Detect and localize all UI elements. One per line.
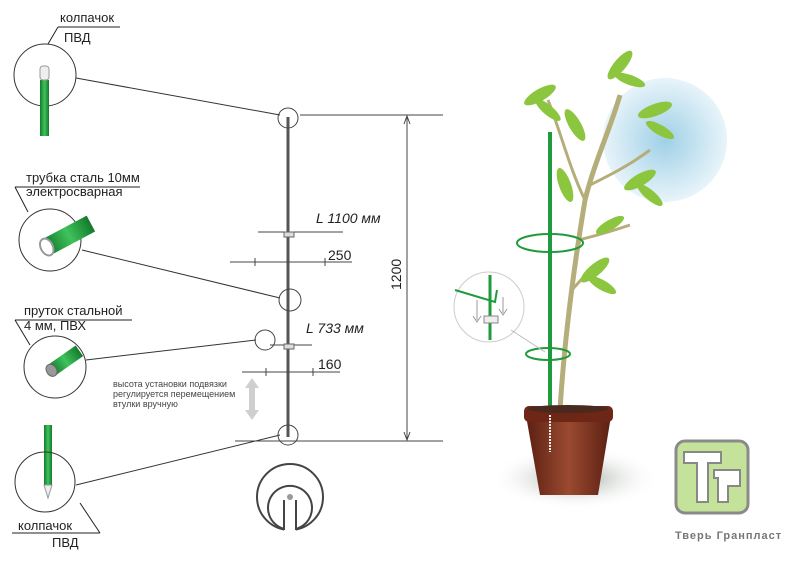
- pot-icon: [525, 410, 612, 495]
- note-line-2: регулируется перемещением: [113, 389, 235, 399]
- leaves-icon: [524, 50, 675, 295]
- note-line-1: высота установки подвязки: [113, 379, 227, 389]
- brand-logo: Тверь Гранпласт: [674, 439, 782, 542]
- brand-name: Тверь Гранпласт: [675, 530, 782, 542]
- lower-ring-length: L 733 мм: [306, 320, 364, 336]
- upper-ring: [516, 233, 584, 253]
- rod-section-icon: [45, 345, 84, 377]
- lower-ring: [525, 347, 571, 361]
- cap-icon: [39, 65, 50, 81]
- tube-icon: [40, 80, 49, 136]
- stake-drawing: 1200 L 1100 мм 250 L 733 мм 160 высота у…: [113, 107, 443, 531]
- callout-top-cap: колпачок ПВД: [13, 10, 281, 136]
- plant-illustration: [453, 50, 727, 510]
- tube-label: трубка сталь 10мм: [26, 170, 140, 185]
- callout-bottom-cap: колпачок ПВД: [12, 425, 281, 550]
- bottom-cap-material: ПВД: [52, 535, 79, 550]
- spike-cap-icon: [43, 484, 53, 500]
- note-line-3: втулки вручную: [113, 399, 178, 409]
- top-cap-material: ПВД: [64, 30, 91, 45]
- rod-label: пруток стальной: [24, 303, 123, 318]
- tube-icon: [44, 425, 52, 485]
- bushing-icon: [283, 343, 295, 350]
- rod-spec: 4 мм, ПВХ: [24, 318, 86, 333]
- bushing-icon: [283, 231, 295, 238]
- tube-section-icon: [38, 215, 96, 257]
- top-cap-label: колпачок: [60, 10, 114, 25]
- ring-top-view: [256, 463, 324, 531]
- height-dimension: 1200: [388, 259, 404, 290]
- adjust-arrow-icon: [245, 378, 259, 420]
- bottom-cap-label: колпачок: [18, 518, 72, 533]
- tube-type: электросварная: [26, 184, 123, 199]
- upper-ring-diameter: 250: [328, 247, 352, 263]
- callout-tube: трубка сталь 10мм электросварная: [14, 170, 281, 299]
- upper-ring-length: L 1100 мм: [316, 210, 381, 226]
- callout-rod: пруток стальной 4 мм, ПВХ: [14, 303, 257, 399]
- lower-ring-diameter: 160: [318, 356, 342, 372]
